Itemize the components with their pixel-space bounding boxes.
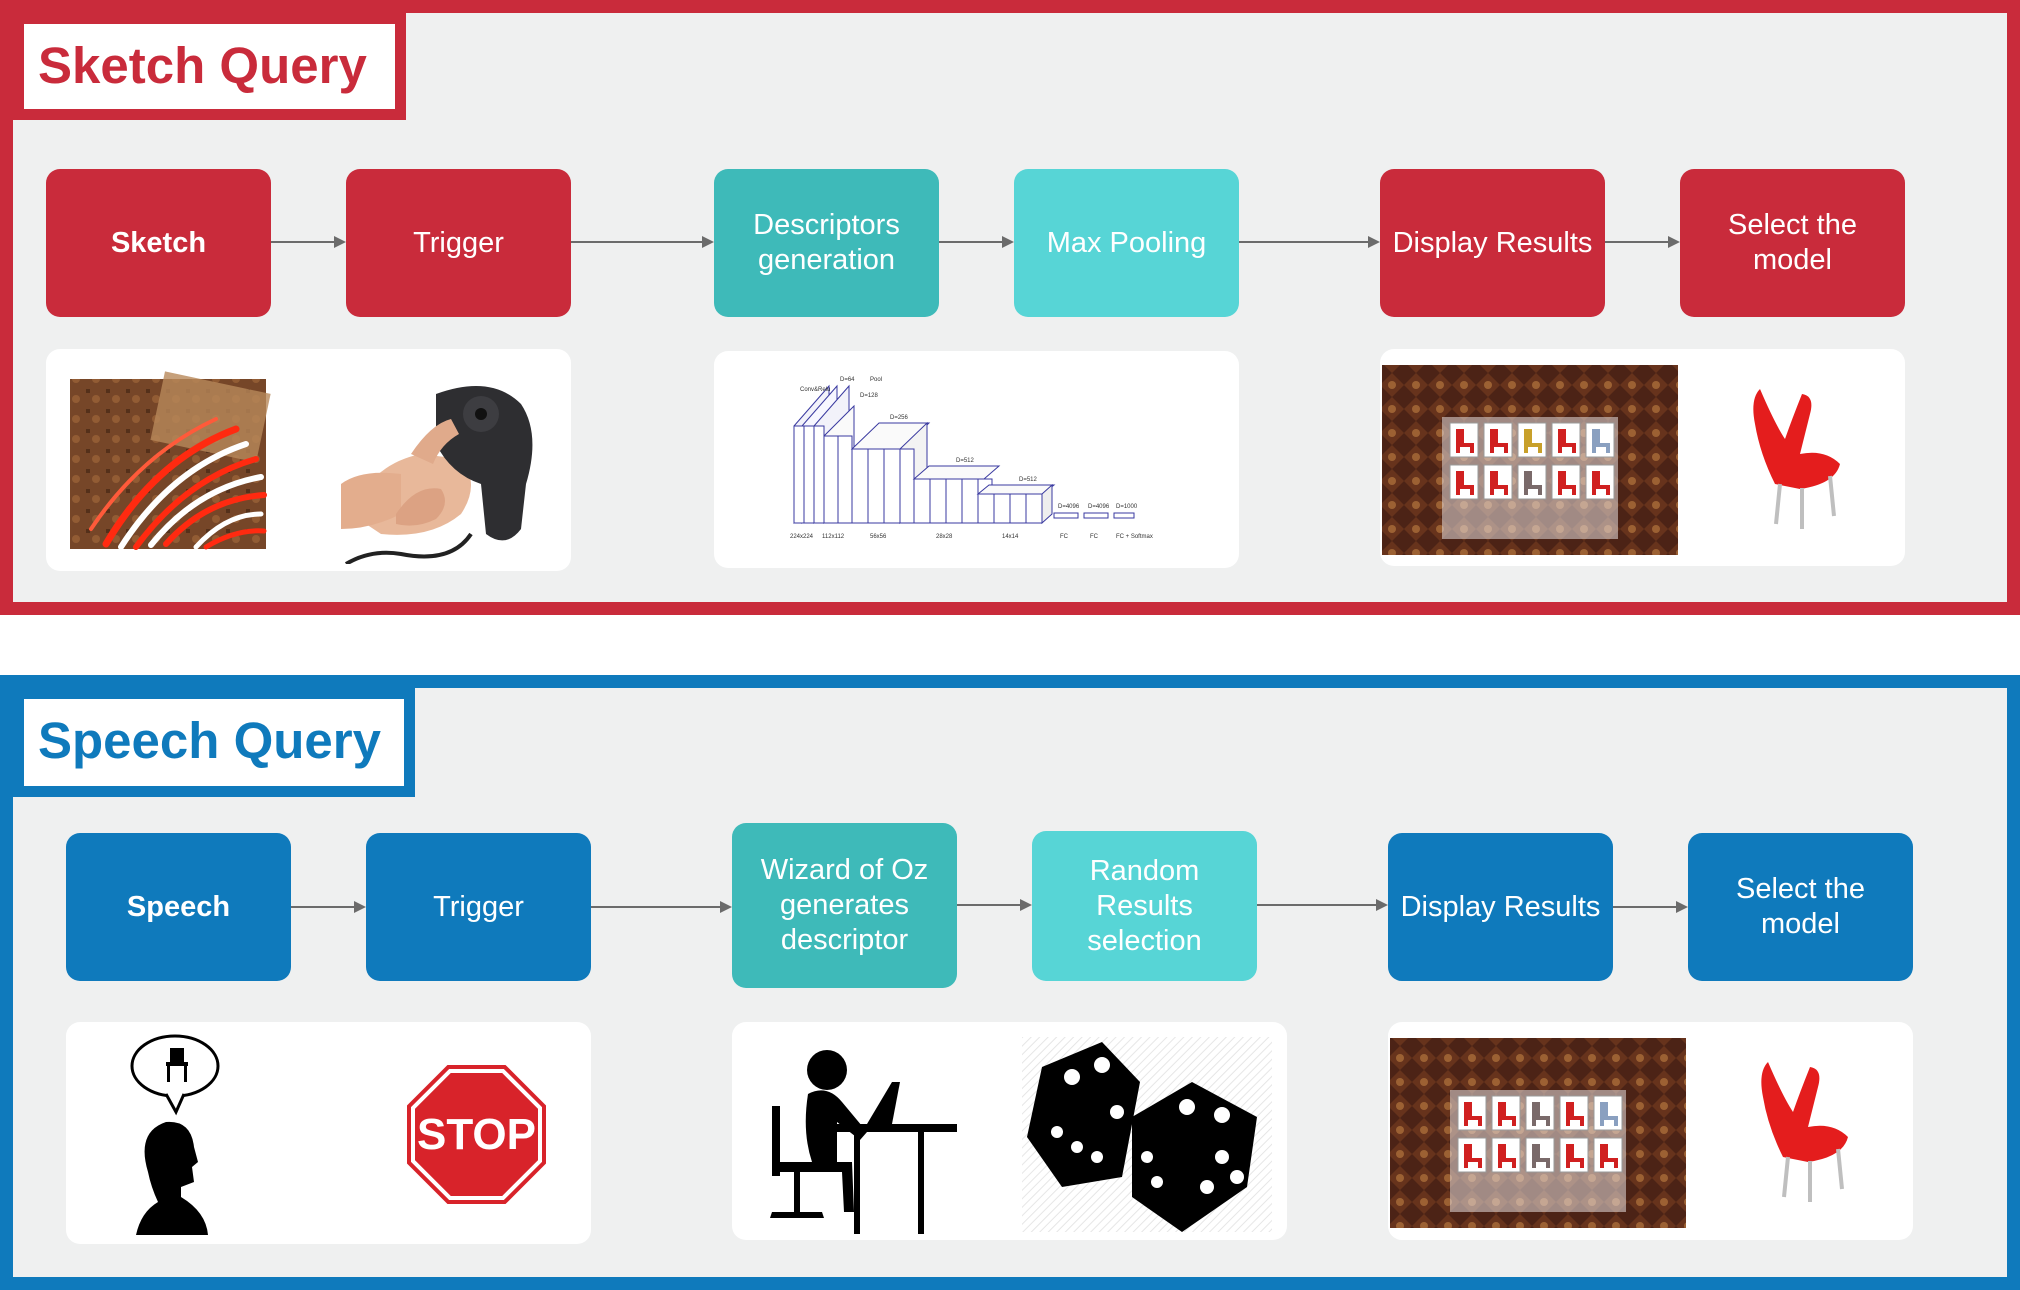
speech-step-wizard-of-oz: Wizard of Oz generates descriptor [732, 823, 957, 988]
speech-step-select-model: Select the model [1688, 833, 1913, 981]
speech-results-display-card [1388, 1022, 1913, 1240]
sketch-step-select-model: Select the model [1680, 169, 1905, 317]
svg-text:FC: FC [1060, 534, 1069, 540]
dice-icon [1022, 1037, 1272, 1232]
speech-step-random-results: Random Results selection [1032, 831, 1257, 981]
results-display-card [1380, 349, 1905, 566]
svg-text:28x28: 28x28 [936, 534, 953, 540]
speech-step-display-results: Display Results [1388, 833, 1613, 981]
cnn-architecture-image: Conv&Relu D=64 Pool D=128 D=256 D=512 D=… [790, 377, 1153, 540]
svg-text:D=128: D=128 [860, 393, 879, 399]
svg-text:14x14: 14x14 [1002, 534, 1019, 540]
stop-sign-icon: STOP [405, 1063, 548, 1206]
sketch-step-display-results: Display Results [1380, 169, 1605, 317]
sketch-query-title: Sketch Query [13, 13, 406, 120]
svg-text:112x112: 112x112 [822, 534, 845, 540]
svg-text:FC + Softmax: FC + Softmax [1116, 534, 1153, 540]
svg-text:224x224: 224x224 [790, 534, 814, 540]
descriptor-network-card: Conv&Relu D=64 Pool D=128 D=256 D=512 D=… [714, 351, 1239, 568]
speech-step-trigger: Trigger [366, 833, 591, 981]
svg-text:D=256: D=256 [890, 415, 909, 421]
svg-text:D=4096: D=4096 [1058, 504, 1080, 510]
svg-text:Pool: Pool [870, 377, 882, 383]
speech-step-speech: Speech [66, 833, 291, 981]
svg-text:Conv&Relu: Conv&Relu [800, 387, 830, 393]
speech-input-images-card: STOP [66, 1022, 591, 1244]
speech-selected-chair-image [1761, 1062, 1848, 1202]
speech-vr-results-screenshot [1390, 1038, 1686, 1228]
stop-sign-text: STOP [417, 1110, 536, 1159]
svg-text:D=512: D=512 [956, 458, 975, 464]
vr-controller-image [341, 386, 533, 564]
person-at-laptop-icon [770, 1050, 957, 1234]
svg-text:D=64: D=64 [840, 377, 855, 383]
svg-text:FC: FC [1090, 534, 1099, 540]
sketch-step-max-pooling: Max Pooling [1014, 169, 1239, 317]
sketch-strokes-image [70, 371, 271, 550]
sketch-input-images-card [46, 349, 571, 571]
svg-text:D=4096: D=4096 [1088, 504, 1110, 510]
sketch-flow-arrows [271, 236, 1680, 248]
sketch-step-sketch: Sketch [46, 169, 271, 317]
sketch-step-descriptors-generation: Descriptors generation [714, 169, 939, 317]
vr-results-screenshot [1382, 365, 1678, 555]
svg-text:56x56: 56x56 [870, 534, 887, 540]
speaking-person-icon [130, 1034, 220, 1235]
selected-chair-image [1753, 389, 1840, 529]
svg-text:D=512: D=512 [1019, 477, 1038, 483]
wizard-random-card [732, 1022, 1287, 1240]
svg-text:D=1000: D=1000 [1116, 504, 1138, 510]
speech-query-title: Speech Query [13, 688, 415, 797]
sketch-step-trigger: Trigger [346, 169, 571, 317]
